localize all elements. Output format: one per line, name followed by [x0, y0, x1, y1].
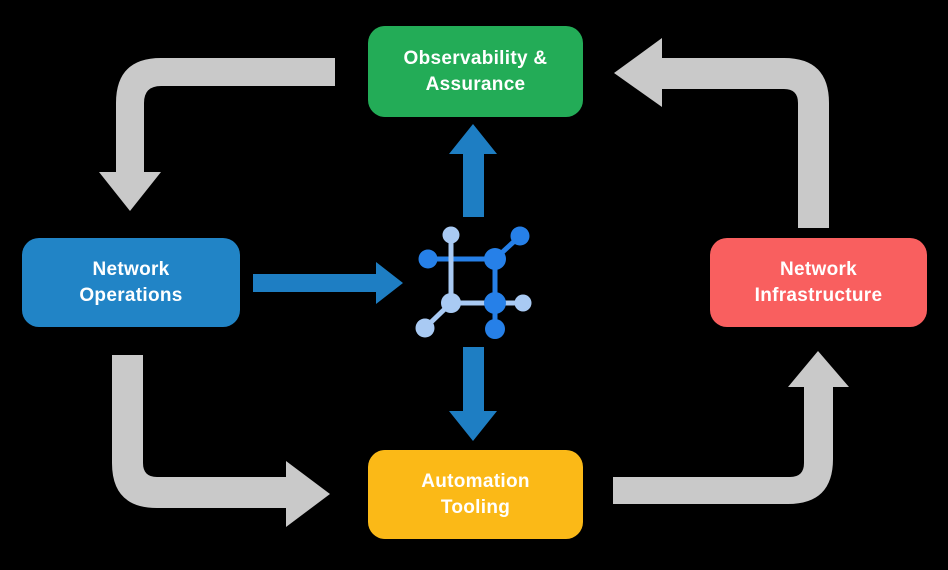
- node-network-infrastructure: Network Infrastructure: [710, 238, 927, 327]
- node-label-line: Observability &: [403, 47, 548, 69]
- arrow-automation-to-infrastructure-icon: [613, 351, 849, 504]
- node-label-line: Operations: [79, 284, 183, 306]
- node-observability-assurance: Observability & Assurance: [368, 26, 583, 117]
- arrow-operations-to-hub-icon: [253, 262, 403, 304]
- node-automation-tooling: Automation Tooling: [368, 450, 583, 539]
- node-label-line: Network: [779, 258, 858, 280]
- node-network-operations: Network Operations: [22, 238, 240, 327]
- arrow-hub-to-automation-icon: [449, 347, 497, 441]
- arrow-infrastructure-to-observability-icon: [614, 38, 829, 228]
- arrow-observability-to-operations-icon: [99, 58, 335, 211]
- node-label-line: Tooling: [440, 496, 511, 518]
- node-label-line: Assurance: [425, 73, 526, 95]
- network-hub-icon: [415, 226, 532, 339]
- node-label-line: Automation: [421, 470, 530, 492]
- arrow-operations-to-automation-icon: [112, 355, 330, 527]
- node-label-line: Network: [92, 258, 170, 280]
- node-label-line: Infrastructure: [754, 284, 883, 306]
- arrow-hub-to-observability-icon: [449, 124, 497, 217]
